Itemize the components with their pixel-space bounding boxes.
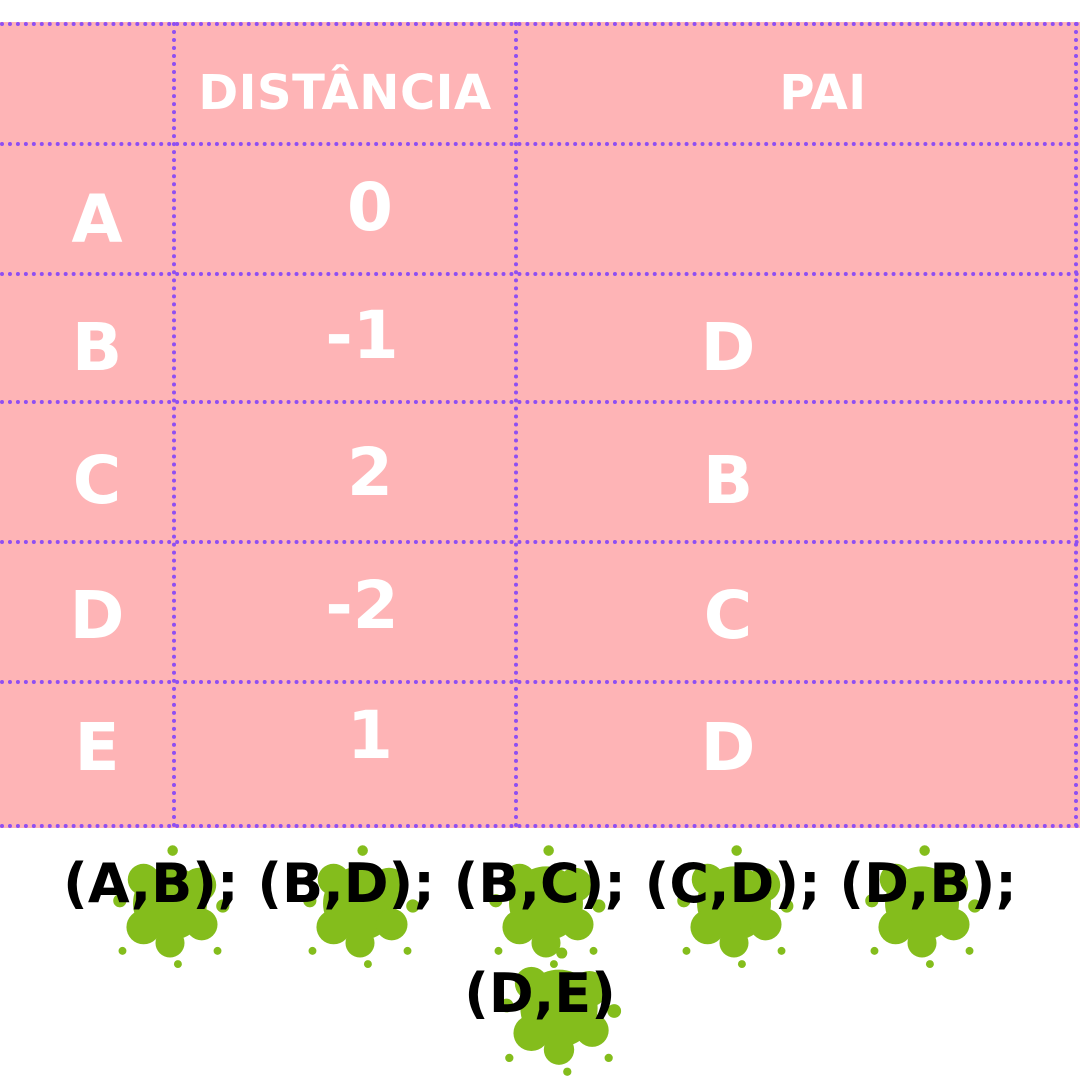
row-a-node: A bbox=[71, 180, 123, 258]
green-splat-icon bbox=[668, 840, 800, 972]
row-c-parent: B bbox=[702, 441, 754, 519]
row-c-node: C bbox=[72, 441, 122, 519]
grid-line bbox=[0, 142, 1080, 146]
grid-line bbox=[514, 22, 518, 828]
green-splat-icon bbox=[490, 942, 628, 1080]
grid-line bbox=[0, 22, 1080, 26]
grid-line bbox=[0, 400, 1080, 404]
row-e-distance: 1 bbox=[347, 696, 393, 774]
grid-line bbox=[0, 540, 1080, 544]
header-parent: PAI bbox=[779, 65, 867, 121]
row-b-node: B bbox=[71, 308, 123, 386]
row-e-node: E bbox=[74, 708, 120, 786]
row-c-distance: 2 bbox=[347, 433, 393, 511]
grid-line bbox=[1074, 22, 1078, 828]
edge-list-line-2: (D,E) bbox=[464, 962, 616, 1025]
green-splat-icon bbox=[856, 840, 988, 972]
row-b-parent: D bbox=[700, 308, 756, 386]
row-a-distance: 0 bbox=[347, 168, 393, 246]
row-a-parent bbox=[630, 179, 826, 259]
green-splat-icon bbox=[294, 840, 426, 972]
row-b-distance: -1 bbox=[325, 296, 399, 374]
grid-line bbox=[0, 680, 1080, 684]
grid-line bbox=[0, 272, 1080, 276]
header-distance: DISTÂNCIA bbox=[198, 65, 492, 121]
row-d-node: D bbox=[69, 576, 125, 654]
edge-list-line-1: (A,B); (B,D); (B,C); (C,D); (D,B); bbox=[63, 852, 1017, 915]
green-splat-icon bbox=[480, 840, 612, 972]
green-splat-icon bbox=[104, 840, 236, 972]
distance-parent-table: DISTÂNCIA PAI A 0 B -1 D C 2 B D -2 C E … bbox=[0, 22, 1080, 828]
row-d-parent: C bbox=[703, 576, 753, 654]
row-d-distance: -2 bbox=[325, 566, 399, 644]
grid-line bbox=[172, 22, 176, 828]
grid-line bbox=[0, 824, 1080, 828]
row-e-parent: D bbox=[700, 708, 756, 786]
